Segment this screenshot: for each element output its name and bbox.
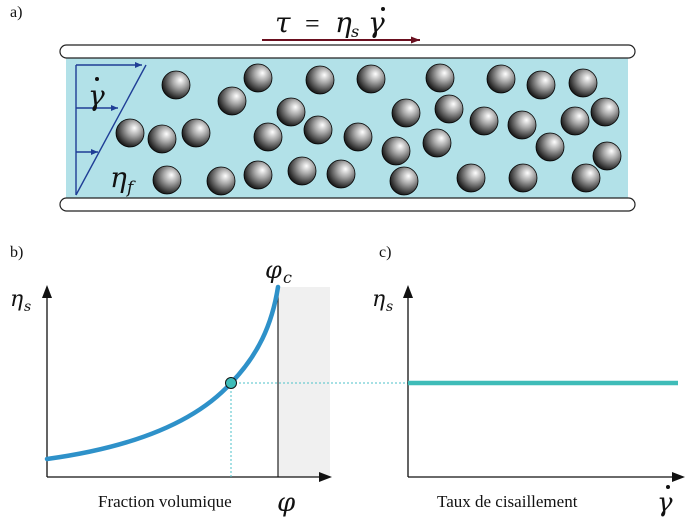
particle [115,118,145,148]
panel-b-x-arrowhead [319,472,332,482]
particle [253,122,283,152]
panel-c-y-arrowhead [403,285,413,298]
particle [535,132,565,162]
panel-b-y-arrowhead [42,285,52,298]
particle [305,65,335,95]
panel-c-y-sub: s [386,299,393,315]
particle [181,118,211,148]
particle [469,106,499,136]
stress-equation: τ = η s γ [275,6,385,41]
top-plate [59,44,636,59]
particle [381,136,411,166]
shear-rate-dot [95,77,99,81]
critical-fraction-phi: φ [265,256,282,284]
particle [326,159,356,189]
particle [507,110,537,140]
stress-gamma-dot [381,7,385,11]
panel-c-x-label: Taux de cisaillement [437,492,578,511]
particle [391,98,421,128]
particle [303,115,333,145]
velocity-profile [75,62,147,196]
particle [243,160,273,190]
particle [389,166,419,196]
particle [243,63,273,93]
bottom-plate [59,197,636,212]
particle [592,141,622,171]
stress-equals: = [305,9,320,38]
viscosity-curve [44,284,281,462]
particles [115,63,622,196]
particle [206,166,236,196]
particle [590,97,620,127]
critical-fraction-sub: c [283,268,292,287]
stress-tau: τ [275,6,291,39]
operating-point [225,377,237,389]
panel-c-x-arrowhead [672,472,685,482]
particle [152,165,182,195]
particle [287,156,317,186]
particle [486,64,516,94]
particle [456,163,486,193]
panel-b-x-label: Fraction volumique [98,492,232,511]
particle [568,68,598,98]
panel-b-x-phi: φ [277,488,296,518]
panel-c-y-eta: η [372,287,385,312]
particle [217,86,247,116]
panel-c-gamma-dot [666,485,670,489]
panel-b-y-eta: η [10,287,23,312]
particle [276,97,306,127]
particle [508,163,538,193]
panel-b-y-sub: s [24,299,31,315]
shear-rate-symbol: γ [88,79,105,112]
particle [560,106,590,136]
fluid-viscosity-eta: η [110,161,127,194]
panel-c-x-gamma: γ [657,488,673,518]
particle [422,128,452,158]
stress-eta: η [335,6,352,39]
particle [434,94,464,124]
particle [526,70,556,100]
jammed-region [278,287,330,477]
panel-b-label: b) [10,244,23,261]
profile-envelope [75,64,147,196]
panel-c-label: c) [379,244,391,261]
stress-gamma: γ [368,6,385,39]
particle [571,163,601,193]
fluid-viscosity-sub: f [125,178,136,198]
stress-eta-sub: s [351,22,359,41]
particle [161,70,191,100]
panel-a-label: a) [10,4,22,21]
particle [425,63,455,93]
particle [147,124,177,154]
particle [356,64,386,94]
particle [343,122,373,152]
